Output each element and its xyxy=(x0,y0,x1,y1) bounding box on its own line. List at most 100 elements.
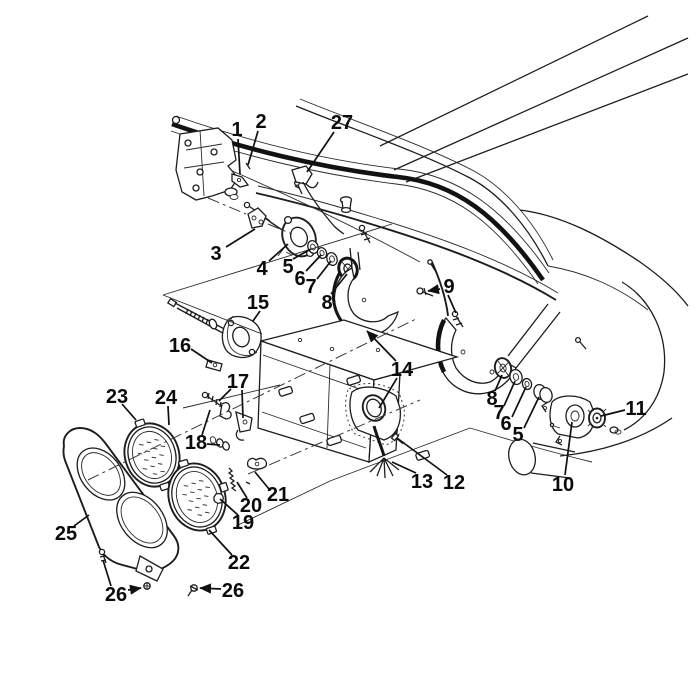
leader-line-5b xyxy=(523,396,540,429)
leader-line-17 xyxy=(241,389,244,419)
crossmember-tube xyxy=(508,438,576,479)
hood-body-lines xyxy=(295,15,689,267)
leader-line-21 xyxy=(254,471,270,490)
latch-support-rod xyxy=(207,197,290,236)
leader-line-18 xyxy=(201,409,211,436)
callout-19: 19 xyxy=(232,512,254,534)
callout-5: 5 xyxy=(282,256,293,278)
headlamp-bezel xyxy=(62,427,180,582)
mount-bolts xyxy=(416,259,464,328)
leader-line-17 xyxy=(218,388,232,402)
leader-line-14 xyxy=(366,330,397,362)
leader-line-8b xyxy=(494,374,503,392)
leader-line-6 xyxy=(305,254,322,272)
callout-12: 12 xyxy=(443,472,465,494)
callout-2: 2 xyxy=(255,111,266,133)
callout-15: 15 xyxy=(247,292,269,314)
retainer-clip xyxy=(205,359,223,372)
leader-line-26a xyxy=(102,559,112,587)
latch-striker xyxy=(231,162,251,188)
hood-latch-assembly xyxy=(175,127,251,201)
callout-23: 23 xyxy=(106,386,128,408)
bezel-screws xyxy=(98,548,199,597)
leader-line-26b xyxy=(199,583,222,594)
callout-13: 13 xyxy=(411,471,433,493)
leader-line-1 xyxy=(237,138,241,175)
adjuster-bearing xyxy=(549,407,622,435)
callout-8b: 8 xyxy=(486,388,497,410)
callout-7: 7 xyxy=(305,276,316,298)
callout-27: 27 xyxy=(331,112,353,134)
leader-line-16 xyxy=(190,348,213,364)
callout-6: 6 xyxy=(294,268,305,290)
bulb-socket xyxy=(390,432,404,445)
leader-line-6b xyxy=(511,386,527,418)
latch-cone-bushing xyxy=(224,187,239,200)
leader-line-22 xyxy=(208,529,233,556)
leader-line-12 xyxy=(396,437,448,476)
leader-line-9 xyxy=(427,284,441,295)
callout-4: 4 xyxy=(256,258,268,280)
leader-line-23 xyxy=(121,403,137,421)
callout-8: 8 xyxy=(321,292,332,314)
leader-line-27 xyxy=(306,131,335,173)
callout-11: 11 xyxy=(625,398,646,420)
washers-right xyxy=(509,368,553,404)
rubber-bumper xyxy=(339,196,353,214)
grommet-plate xyxy=(345,383,405,446)
leader-line-15 xyxy=(252,310,261,322)
leader-line-18 xyxy=(206,443,221,446)
header-bar xyxy=(170,115,550,285)
lens-texture xyxy=(182,480,210,516)
callout-1: 1 xyxy=(231,119,242,141)
callout-26b: 26 xyxy=(222,580,244,602)
callout-20: 20 xyxy=(240,495,262,517)
leader-line-5 xyxy=(292,248,312,260)
sealed-beam-lamp-upper xyxy=(123,418,181,492)
callout-22: 22 xyxy=(228,552,250,574)
leader-line-11 xyxy=(600,409,626,417)
lens-texture xyxy=(137,439,166,475)
callout-26a: 26 xyxy=(105,584,127,606)
callout-17: 17 xyxy=(227,371,249,393)
support-rail xyxy=(229,169,559,301)
callout-leader-lines xyxy=(73,130,626,595)
valance-bracket-left xyxy=(332,247,399,335)
leader-line-20 xyxy=(236,481,248,499)
callout-18: 18 xyxy=(185,432,207,454)
leader-line-2 xyxy=(247,130,259,166)
wiring-harness xyxy=(369,425,404,479)
callout-7b: 7 xyxy=(493,402,504,424)
callout-10: 10 xyxy=(552,474,574,496)
leader-line-7b xyxy=(503,380,516,407)
callout-25: 25 xyxy=(55,523,77,545)
rail-bolt xyxy=(358,224,371,244)
sealed-beam-lamp-lower xyxy=(167,458,229,535)
callout-16: 16 xyxy=(169,335,191,357)
leader-line-7 xyxy=(316,260,332,280)
leader-line-26a xyxy=(127,584,142,595)
leader-line-19 xyxy=(219,498,239,516)
leader-line-9 xyxy=(447,294,457,314)
fender-lines xyxy=(469,209,689,463)
leader-line-3 xyxy=(225,228,256,248)
actuator-housing xyxy=(541,395,596,446)
callout-5b: 5 xyxy=(512,424,523,446)
leader-line-10 xyxy=(564,421,573,476)
callout-14: 14 xyxy=(391,359,414,381)
construction-lines xyxy=(87,223,471,527)
leader-line-8 xyxy=(330,273,348,295)
leader-line-24 xyxy=(167,405,170,426)
callout-9: 9 xyxy=(443,276,454,298)
leader-line-25 xyxy=(73,514,90,527)
callout-3: 3 xyxy=(210,243,221,265)
retaining-ring-right xyxy=(493,357,513,379)
leader-line-14 xyxy=(378,377,398,409)
leader-line-13 xyxy=(391,461,417,474)
callout-6b: 6 xyxy=(500,413,511,435)
leader-line-4 xyxy=(268,243,289,262)
adjuster-shaft xyxy=(166,297,262,359)
callout-21: 21 xyxy=(267,484,289,506)
